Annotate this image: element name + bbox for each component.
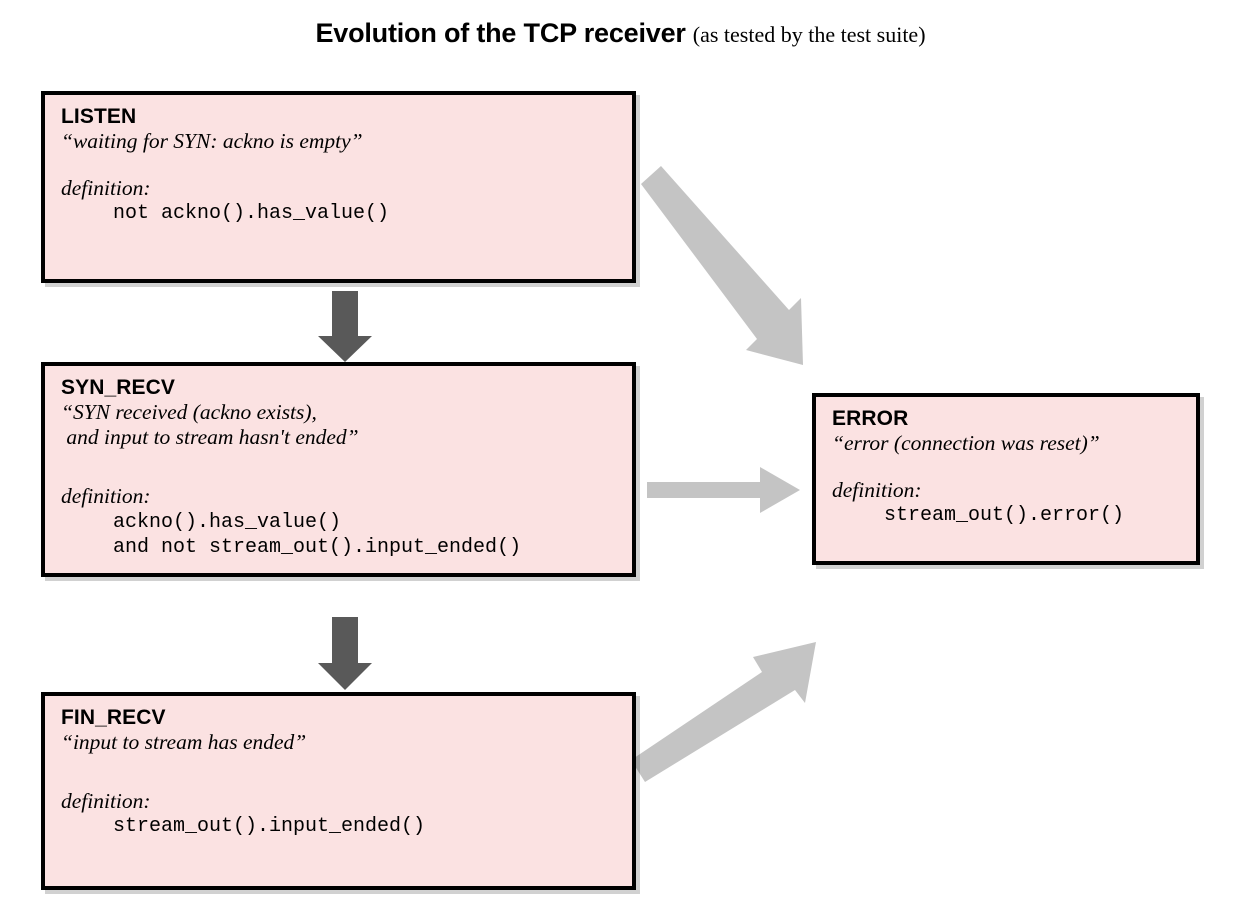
state-name-syn-recv: SYN_RECV: [61, 376, 176, 399]
definition-code-listen: not ackno().has_value(): [113, 202, 390, 226]
arrow-listen-to-error: [641, 166, 803, 365]
definition-label-listen: definition:: [61, 175, 151, 200]
page-title-subtitle: (as tested by the test suite): [692, 22, 926, 47]
state-description-syn-recv: “SYN received (ackno exists), and input …: [61, 399, 359, 449]
definition-code-syn-recv: ackno().has_value() and not stream_out()…: [113, 510, 522, 559]
arrow-listen-to-syn-recv: [318, 291, 372, 362]
state-box-fin-recv[interactable]: FIN_RECV “input to stream has ended” def…: [41, 692, 636, 890]
state-description-listen: “waiting for SYN: ackno is empty”: [61, 128, 363, 153]
state-name-error: ERROR: [832, 407, 909, 430]
definition-code-error: stream_out().error(): [884, 504, 1125, 528]
state-description-fin-recv: “input to stream has ended”: [61, 729, 307, 754]
definition-label-fin-recv: definition:: [61, 788, 151, 813]
state-name-fin-recv: FIN_RECV: [61, 706, 166, 729]
arrow-syn-recv-to-error: [647, 467, 800, 513]
definition-code-fin-recv: stream_out().input_ended(): [113, 815, 426, 839]
page-title: Evolution of the TCP receiver(as tested …: [0, 18, 1241, 49]
definition-label-syn-recv: definition:: [61, 484, 151, 509]
state-box-error[interactable]: ERROR “error (connection was reset)” def…: [812, 393, 1200, 565]
definition-label-error: definition:: [832, 477, 922, 502]
arrow-syn-recv-to-fin-recv: [318, 617, 372, 690]
state-box-listen[interactable]: LISTEN “waiting for SYN: ackno is empty”…: [41, 91, 636, 283]
state-box-syn-recv[interactable]: SYN_RECV “SYN received (ackno exists), a…: [41, 362, 636, 577]
state-name-listen: LISTEN: [61, 105, 137, 128]
arrow-fin-recv-to-error: [631, 642, 816, 782]
state-description-error: “error (connection was reset)”: [832, 430, 1100, 455]
page-title-main: Evolution of the TCP receiver: [315, 18, 686, 48]
